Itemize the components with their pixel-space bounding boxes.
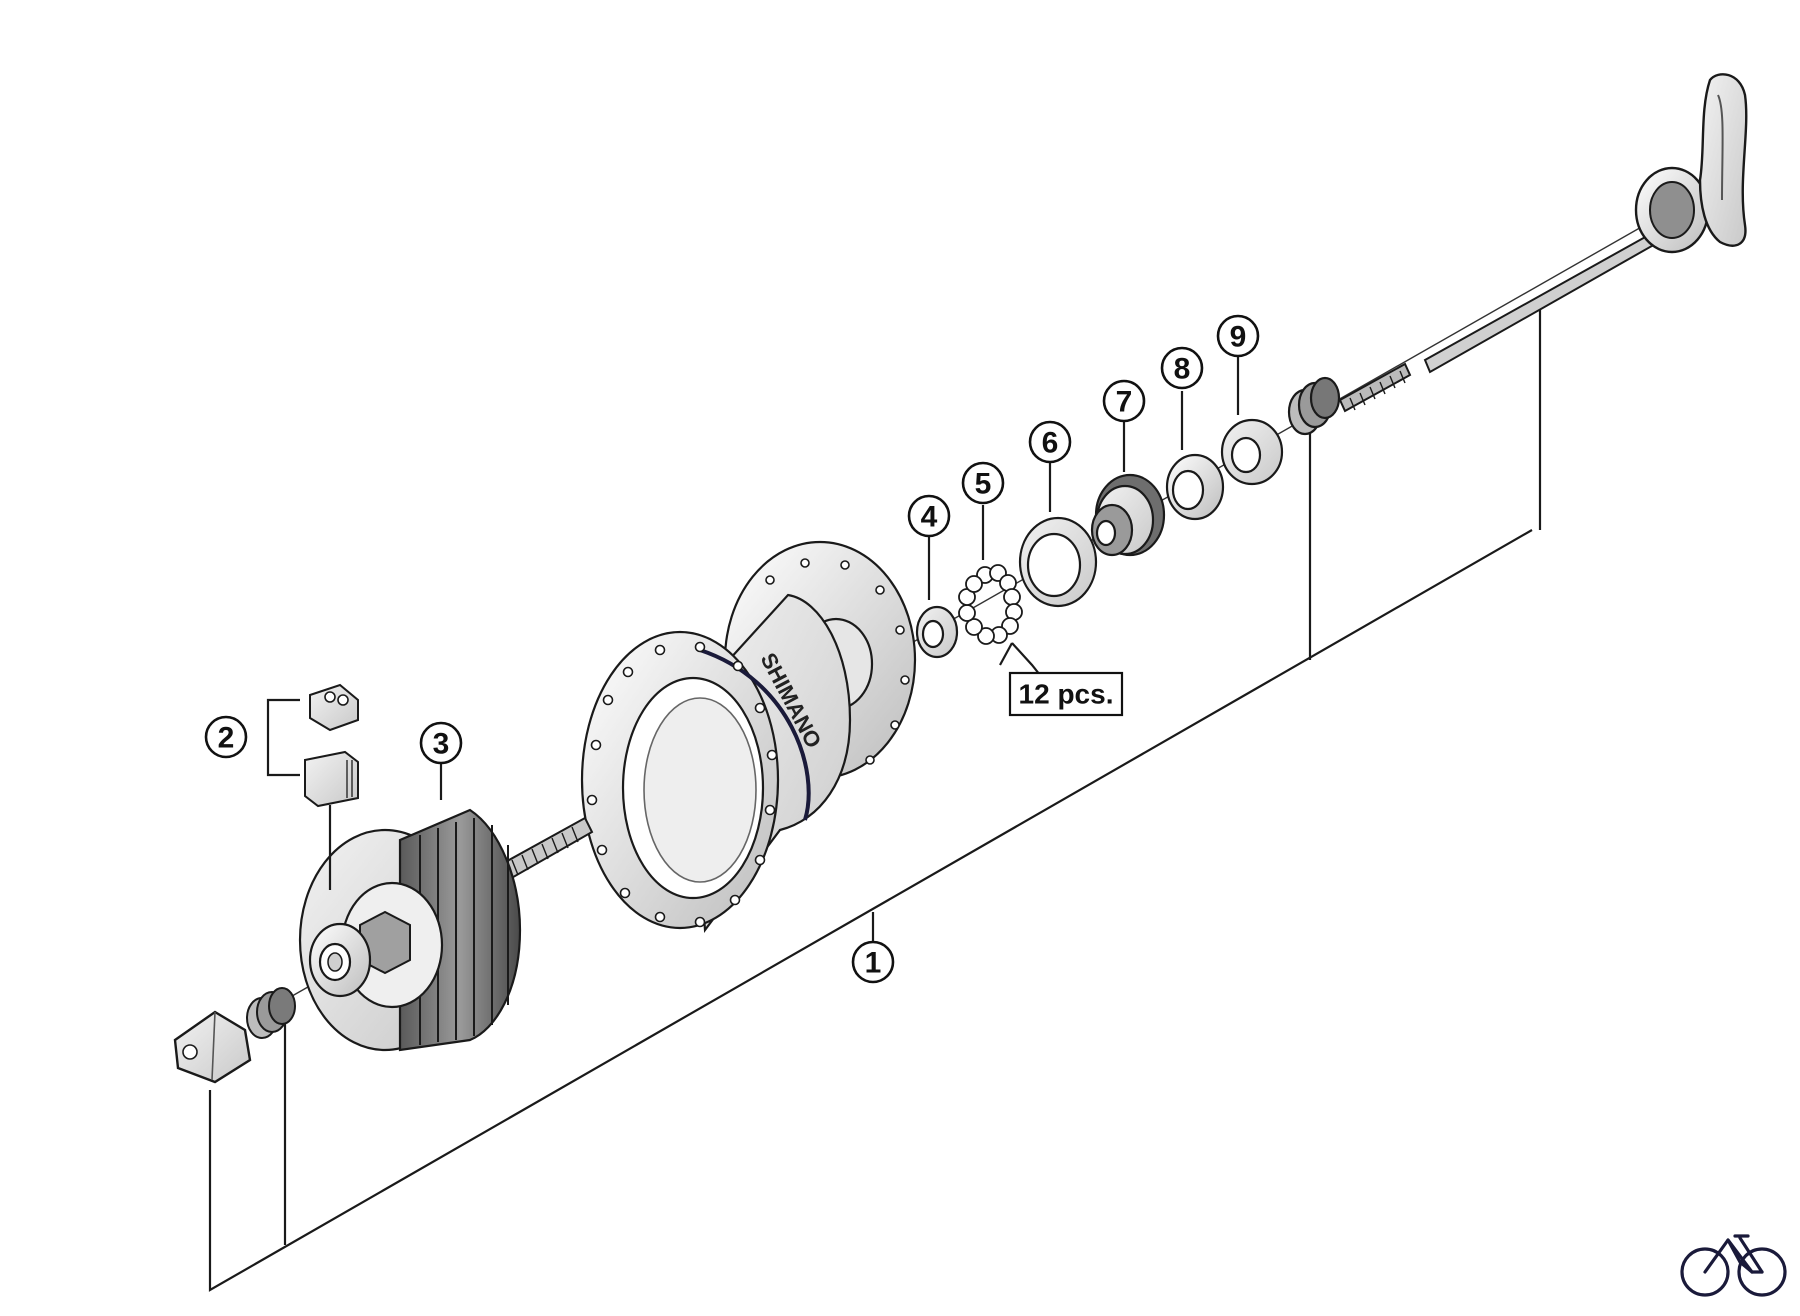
part-4-bearing-ring bbox=[915, 605, 959, 659]
part-6-dust-cap bbox=[1018, 516, 1098, 608]
callout-6: 6 bbox=[1028, 420, 1072, 464]
quick-release-skewer bbox=[1287, 73, 1748, 436]
quantity-note: 12 pcs. bbox=[1008, 671, 1124, 717]
svg-text:6: 6 bbox=[1042, 427, 1059, 460]
callout-1: 1 bbox=[851, 940, 895, 984]
callout-8: 8 bbox=[1160, 346, 1204, 390]
callout-3: 3 bbox=[419, 721, 463, 765]
svg-text:7: 7 bbox=[1116, 386, 1133, 419]
part-7-cone bbox=[1090, 473, 1166, 557]
hub-axle bbox=[498, 816, 594, 882]
part-3-driver-assembly bbox=[298, 808, 522, 1052]
svg-text:3: 3 bbox=[433, 728, 450, 761]
bicycle-icon bbox=[1680, 1234, 1787, 1297]
left-skewer-nut bbox=[173, 1010, 252, 1084]
hub-shell: SHIMANO bbox=[580, 540, 917, 934]
svg-text:5: 5 bbox=[975, 468, 992, 501]
svg-text:4: 4 bbox=[921, 501, 938, 534]
part-8-spacer bbox=[1165, 453, 1225, 521]
svg-text:8: 8 bbox=[1174, 353, 1191, 386]
part-1-bracket bbox=[208, 300, 1542, 1292]
callout-5: 5 bbox=[961, 461, 1005, 505]
svg-text:12 pcs.: 12 pcs. bbox=[1019, 679, 1114, 710]
svg-text:1: 1 bbox=[865, 947, 882, 980]
svg-text:2: 2 bbox=[218, 722, 235, 755]
callout-9: 9 bbox=[1216, 314, 1260, 358]
svg-text:9: 9 bbox=[1230, 321, 1247, 354]
callout-leaders bbox=[439, 356, 1240, 800]
part-2-cable-clips bbox=[266, 683, 359, 890]
left-skewer-spring bbox=[246, 987, 296, 1039]
part-5-ball-bearings bbox=[958, 564, 1023, 645]
callout-7: 7 bbox=[1102, 379, 1146, 423]
callout-4: 4 bbox=[907, 494, 951, 538]
part-9-locknut bbox=[1220, 418, 1284, 486]
callout-2: 2 bbox=[204, 715, 248, 759]
